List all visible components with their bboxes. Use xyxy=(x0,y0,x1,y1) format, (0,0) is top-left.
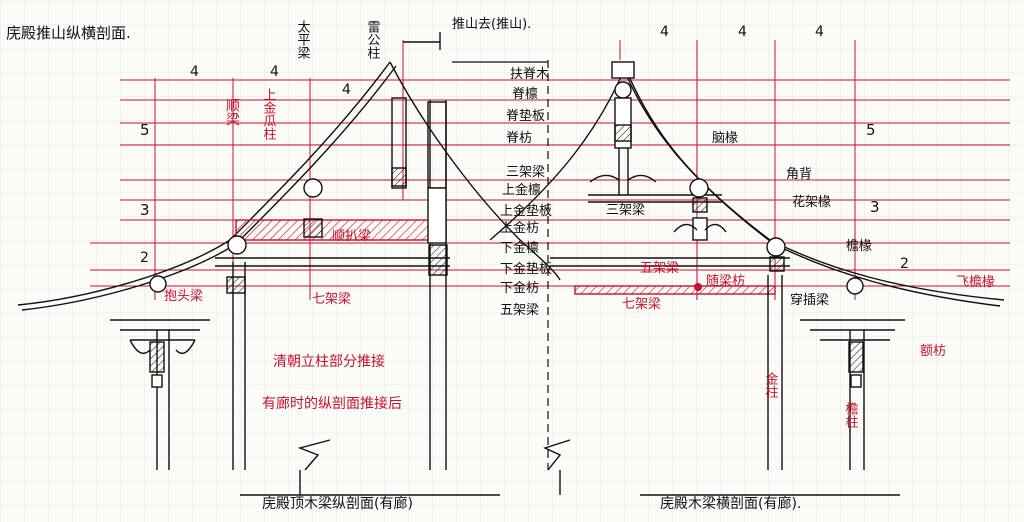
label-xiajindianban: 下金垫板 xyxy=(500,261,552,277)
dim-right-side-2: 3 xyxy=(870,198,880,216)
dim-right-side-3: 2 xyxy=(900,256,909,272)
label-feiyanchuan: 飞檐椽 xyxy=(956,275,995,290)
label-qijialiang-right: 七架梁 xyxy=(622,297,661,312)
caption-left: 庑殿顶木梁纵剖面(有廊) xyxy=(262,495,413,512)
label-naochuan: 脑椽 xyxy=(712,131,738,146)
dim-right-top-1: 4 xyxy=(660,24,669,40)
label-yanzhu: 檐柱 xyxy=(843,402,859,429)
dim-left-side-1: 5 xyxy=(140,121,150,139)
label-efang: 额枋 xyxy=(920,343,946,359)
left-section-structure xyxy=(17,32,561,496)
dim-right-top-3: 4 xyxy=(815,24,824,40)
label-jinzhu: 金柱 xyxy=(763,371,779,399)
label-qijialiang-left: 七架梁 xyxy=(312,292,351,307)
dim-right-top-2: 4 xyxy=(738,24,747,40)
dim-left-top-3: 4 xyxy=(342,82,351,98)
dim-left-side-3: 2 xyxy=(140,250,149,266)
center-divider xyxy=(452,60,549,470)
label-shangjinfang: 上金枋 xyxy=(500,220,539,236)
label-shangjindunzhu: 上金瓜柱 xyxy=(261,88,277,141)
sheet-title: 庑殿推山纵横剖面. xyxy=(6,24,131,42)
label-leigongzhu: 雷公柱 xyxy=(365,20,381,60)
label-huajiachuan: 花架椽 xyxy=(792,194,831,210)
label-taipingliang: 太平梁 xyxy=(295,20,311,59)
dim-left-top-2: 4 xyxy=(270,64,279,80)
label-shunfuliang: 顺扒梁 xyxy=(332,229,371,244)
label-baotouliang-left: 抱头梁 xyxy=(164,288,203,304)
label-wujialiang-right: 五架梁 xyxy=(640,261,679,276)
label-sanjialiang-right: 三架梁 xyxy=(606,203,645,218)
label-suiliangfang: 随梁枋 xyxy=(706,273,745,289)
tie-beam-marker xyxy=(694,283,702,291)
caption-right: 庑殿木梁横剖面(有廊). xyxy=(660,495,801,512)
dim-left-top-1: 4 xyxy=(190,64,199,80)
label-chuanchaliang: 穿插梁 xyxy=(790,292,829,308)
label-shangjinlin: 上金檩 xyxy=(502,182,541,198)
label-jiaobei: 角背 xyxy=(786,167,812,182)
label-xiajinlin: 下金檩 xyxy=(500,240,539,256)
top-note: 推山去(推山). xyxy=(452,17,531,32)
dim-left-side-2: 3 xyxy=(140,201,150,219)
label-shangjindianban: 上金垫板 xyxy=(500,203,552,219)
label-jifang: 脊枋 xyxy=(506,130,532,146)
label-fuji: 扶脊木 xyxy=(510,67,549,82)
label-xiajinfang: 下金枋 xyxy=(500,280,539,296)
right-section-structure xyxy=(489,61,1005,496)
label-wujialiang: 五架梁 xyxy=(500,303,539,318)
dim-right-side-1: 5 xyxy=(866,121,876,139)
label-qing-note: 清朝立柱部分推接 xyxy=(273,353,385,370)
label-jilin: 脊檩 xyxy=(512,87,538,102)
label-sanjialiang: 三架梁 xyxy=(506,165,545,180)
label-shunliang: 顺梁 xyxy=(224,98,240,126)
label-youlang-note: 有廊时的纵剖面推接后 xyxy=(262,395,402,412)
label-yanchuan: 檐椽 xyxy=(846,239,872,254)
label-jidianban: 脊垫板 xyxy=(506,108,545,124)
